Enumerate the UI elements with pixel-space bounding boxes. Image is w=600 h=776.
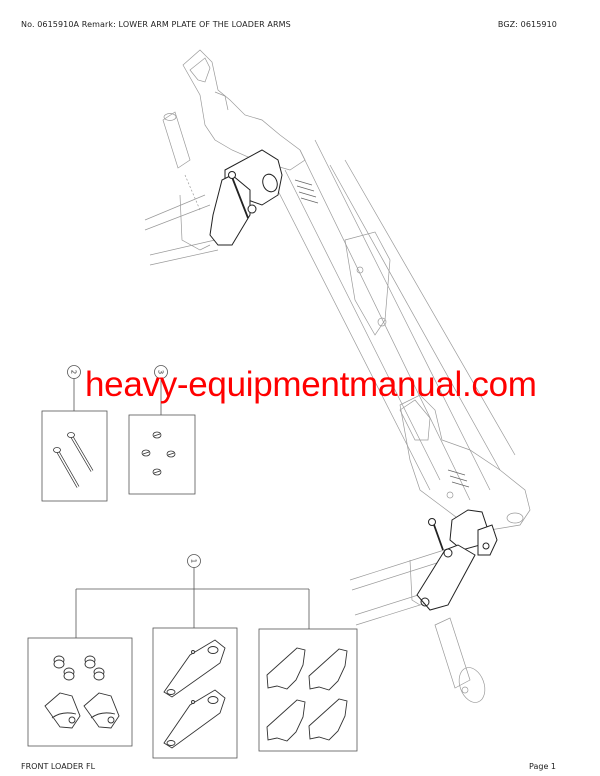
callout-1-number: 1 — [190, 559, 198, 563]
loader-arm-illustration — [144, 49, 531, 703]
pads — [266, 647, 348, 742]
footer-page: Page 1 — [529, 762, 556, 771]
callout-2 — [41, 365, 108, 502]
callout-3 — [128, 365, 196, 495]
callout-3-number: 3 — [157, 370, 165, 374]
footer-section: FRONT LOADER FL — [21, 762, 96, 771]
plates — [163, 639, 226, 749]
header-bgz: BGZ: 0615910 — [497, 20, 557, 29]
upper-arm-plate-assembly — [209, 149, 283, 246]
header-remark: No. 0615910A Remark: LOWER ARM PLATE OF … — [21, 20, 291, 29]
callout-2-number: 2 — [70, 370, 78, 374]
bushings — [44, 655, 120, 729]
lower-arm-plate-assembly — [416, 509, 498, 611]
watermark: heavy-equipmentmanual.com — [85, 365, 537, 404]
